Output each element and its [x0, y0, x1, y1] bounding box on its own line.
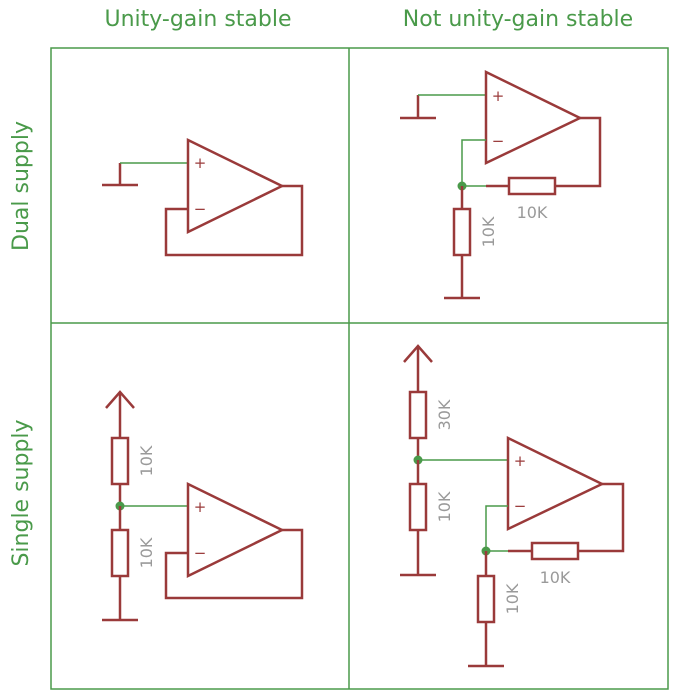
resistor-feedback: [507, 176, 557, 196]
opamp-plus-sign: +: [194, 498, 207, 516]
opamp-plus-sign: +: [514, 452, 527, 470]
row-header-dual-supply: Dual supply: [9, 121, 34, 251]
resistor-ground: [476, 574, 496, 624]
opamp-plus-sign: +: [492, 87, 505, 105]
circuit-single-unity: 10K 10K + −: [102, 390, 304, 622]
opamp-minus-sign: −: [492, 132, 505, 150]
feedback-wire: [578, 482, 625, 553]
resistor-bottom: [110, 528, 130, 578]
resistor-ground-label: 10K: [503, 583, 522, 614]
resistor-bottom: [408, 482, 428, 532]
feedback-loop: [164, 184, 304, 257]
resistor-ground: [452, 207, 472, 257]
resistor-top: [408, 390, 428, 440]
resistor-top: [110, 436, 130, 486]
column-header-unity-gain-stable: Unity-gain stable: [104, 7, 291, 32]
feedback-wire: [555, 116, 602, 188]
opamp-minus-sign: −: [514, 497, 527, 515]
grid: [50, 47, 669, 690]
circuit-dual-not-unity: + − 10K 10K: [400, 69, 602, 300]
circuit-dual-unity: + −: [102, 137, 304, 257]
opamp-minus-sign: −: [194, 200, 207, 218]
opamp: [186, 481, 285, 579]
opamp: [506, 435, 605, 531]
grid-border: [50, 47, 669, 690]
opamp-minus-sign: −: [194, 544, 207, 562]
resistor-bottom-label: 10K: [435, 491, 454, 522]
row-header-single-supply: Single supply: [9, 419, 34, 566]
resistor-top-label: 30K: [435, 399, 454, 430]
resistor-top-label: 10K: [137, 445, 156, 476]
resistor-feedback: [530, 541, 580, 561]
wire-inverting: [485, 505, 508, 552]
opamp: [484, 69, 583, 165]
resistor-ground-label: 10K: [479, 216, 498, 247]
resistor-bottom-label: 10K: [137, 537, 156, 568]
column-header-not-unity-gain-stable: Not unity-gain stable: [403, 7, 633, 32]
resistor-feedback-label: 10K: [517, 203, 548, 222]
resistor-feedback-label: 10K: [540, 568, 571, 587]
opamp: [186, 137, 285, 235]
wire-inverting: [461, 139, 486, 187]
circuit-single-not-unity: 30K 10K + − 10K 10K: [400, 344, 625, 668]
opamp-plus-sign: +: [194, 154, 207, 172]
feedback-loop: [164, 528, 304, 600]
